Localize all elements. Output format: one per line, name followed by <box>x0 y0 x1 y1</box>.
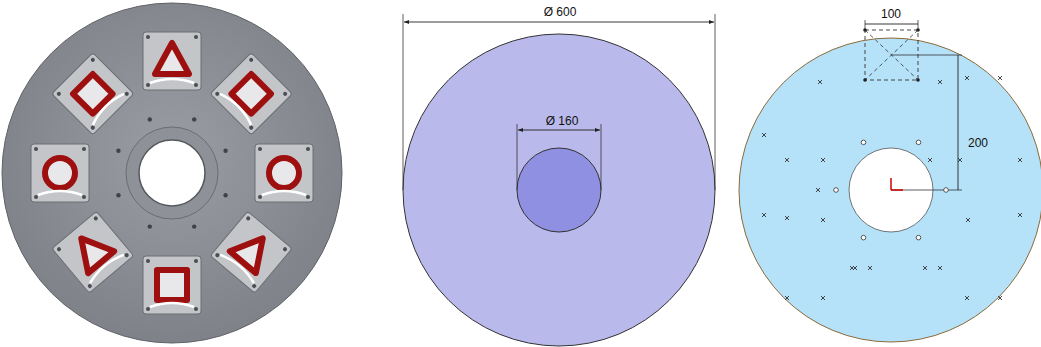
dimension-label: Ø 160 <box>544 114 581 128</box>
dimension-drawing <box>403 14 715 346</box>
dimension-label: 200 <box>966 136 990 150</box>
rendered-disc <box>2 3 342 343</box>
dimension-label: Ø 600 <box>542 5 579 19</box>
hole-pattern-drawing <box>739 20 1041 342</box>
dimension-label: 100 <box>879 7 903 21</box>
